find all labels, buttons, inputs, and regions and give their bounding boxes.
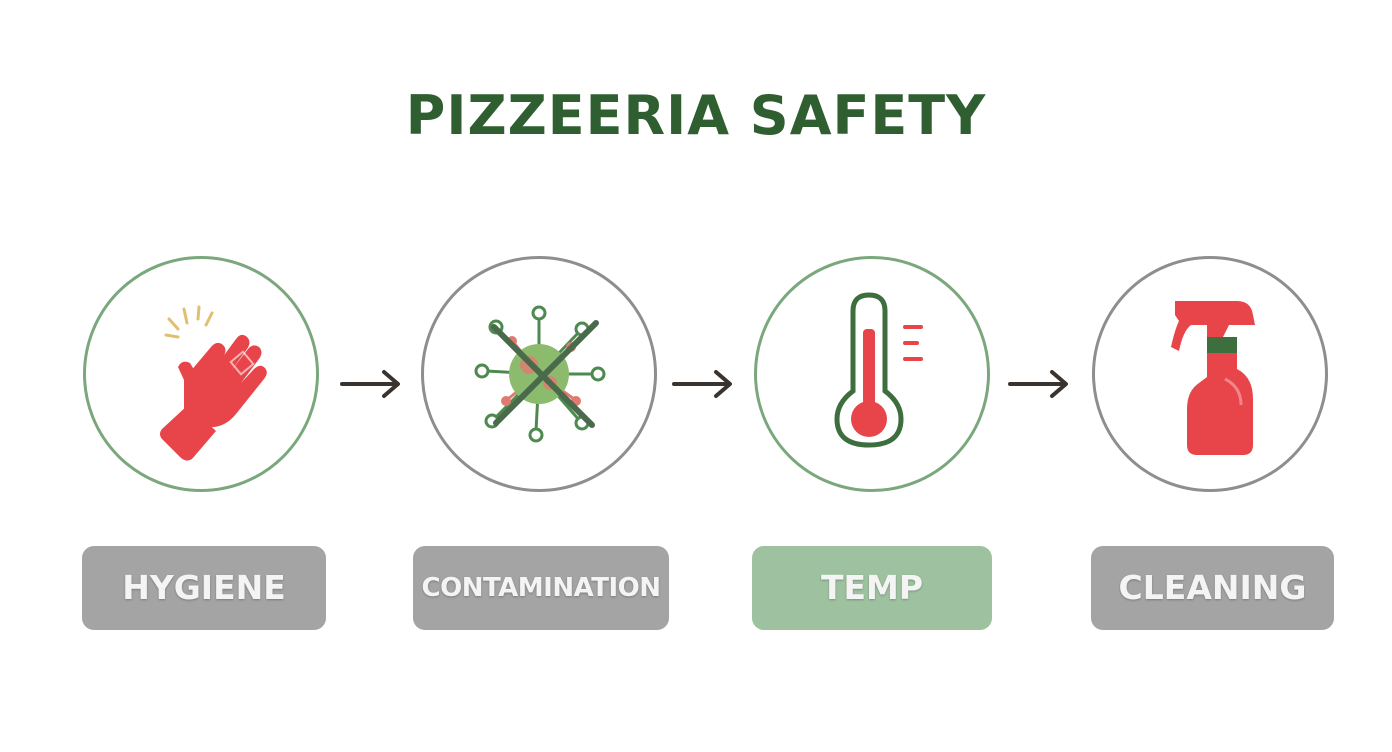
no-germs-icon [474, 305, 606, 443]
step-circle-hygiene [83, 256, 319, 492]
step-circle-contamination [421, 256, 657, 492]
step-label-cleaning: CLEANING [1091, 546, 1334, 630]
step-circle-temp [754, 256, 990, 492]
arrow-icon [340, 370, 400, 398]
glove-icon [160, 305, 267, 461]
step-label-hygiene: HYGIENE [82, 546, 326, 630]
step-circle-cleaning [1092, 256, 1328, 492]
step-label-temp: TEMP [752, 546, 992, 630]
step-label-contamination: CONTAMINATION [413, 546, 669, 630]
arrow-icon [672, 370, 732, 398]
arrow-icon [1008, 370, 1068, 398]
spray-bottle-icon [1171, 301, 1255, 455]
page-title: PIZZEERIA SAFETY [405, 84, 987, 147]
thermometer-icon [834, 292, 923, 448]
